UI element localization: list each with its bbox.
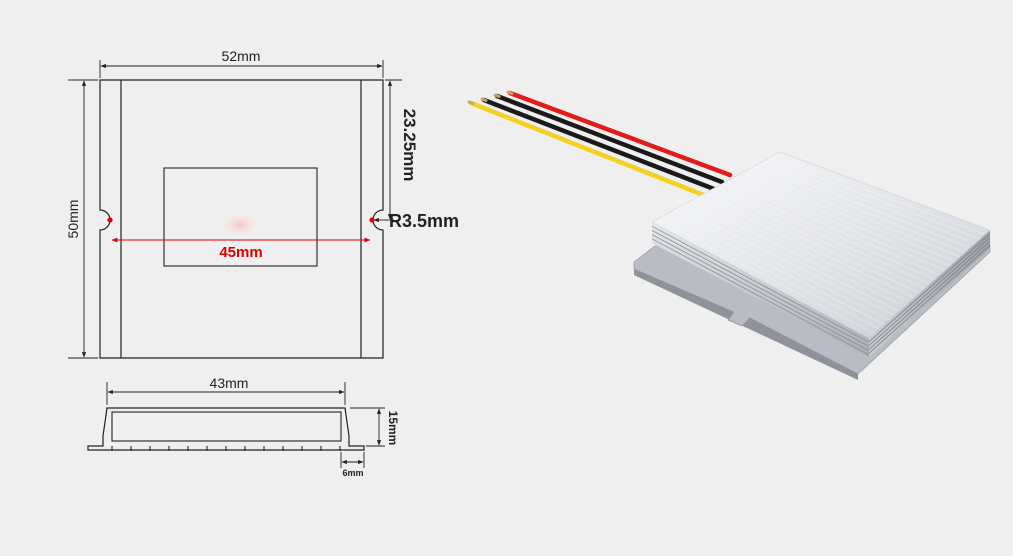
top-view-outline <box>99 79 384 359</box>
brush-line <box>737 175 950 267</box>
brush-line <box>678 207 895 316</box>
side-height-dimension <box>350 407 385 447</box>
brush-line <box>753 166 965 253</box>
brush-line <box>667 212 885 325</box>
side-height-label: 15mm <box>386 411 400 446</box>
flange-label: 6mm <box>342 468 363 478</box>
side-width-dimension <box>106 382 346 405</box>
radius-label: R3.5mm <box>389 211 459 231</box>
fin-line <box>868 237 991 346</box>
brush-line <box>689 201 905 307</box>
wire-yellow <box>468 100 709 199</box>
brush-line <box>683 204 900 312</box>
height-label: 50mm <box>65 200 81 239</box>
brush-line <box>769 157 981 240</box>
brush-line <box>774 154 986 235</box>
wire-red <box>507 90 733 178</box>
box-front-face <box>652 222 869 357</box>
brush-line <box>715 186 930 285</box>
side-view-fins <box>111 446 341 451</box>
brush-line <box>662 215 880 330</box>
height-dimension <box>68 79 98 359</box>
side-view-outline <box>87 407 365 451</box>
brush-line <box>673 210 890 321</box>
fin-line <box>868 233 991 343</box>
left-hole-center <box>107 217 113 223</box>
brush-line <box>721 183 935 280</box>
wire-black-1 <box>494 93 725 185</box>
flange-dimension <box>340 452 365 468</box>
brush-line <box>763 160 975 244</box>
right-fins <box>868 233 991 354</box>
offset-dimension <box>385 79 402 221</box>
width-label: 52mm <box>222 48 261 64</box>
fin-line <box>651 225 870 343</box>
side-view-inner <box>111 411 342 442</box>
fin-line <box>651 234 870 351</box>
brush-line <box>747 169 960 258</box>
hole-spacing-label: 45mm <box>219 244 262 261</box>
brush-line <box>705 192 920 294</box>
right-hole-center <box>369 217 375 223</box>
side-view-drawing <box>87 407 365 451</box>
brushed-texture <box>657 154 986 334</box>
label-window <box>163 167 318 267</box>
box-right-face <box>869 230 990 357</box>
product-render <box>467 90 991 380</box>
brush-line <box>657 218 875 334</box>
wire-bundle <box>467 90 733 199</box>
brush-line <box>710 189 925 289</box>
top-view-drawing <box>99 79 384 359</box>
brush-line <box>694 198 910 303</box>
side-width-label: 43mm <box>210 375 249 391</box>
fin-line <box>651 230 870 347</box>
fin-line <box>868 244 991 354</box>
brush-line <box>726 180 940 276</box>
brush-line <box>731 177 945 271</box>
wire-black-2 <box>481 97 717 192</box>
box-top-face <box>651 151 991 339</box>
width-dimension <box>99 60 384 78</box>
front-fins <box>651 225 870 356</box>
brush-line <box>742 172 955 262</box>
fin-line <box>651 238 870 356</box>
brush-line <box>699 195 915 298</box>
fin-line <box>868 241 991 350</box>
offset-label: 23.25mm <box>400 109 419 182</box>
red-glow <box>218 211 262 239</box>
brush-line <box>758 163 970 249</box>
